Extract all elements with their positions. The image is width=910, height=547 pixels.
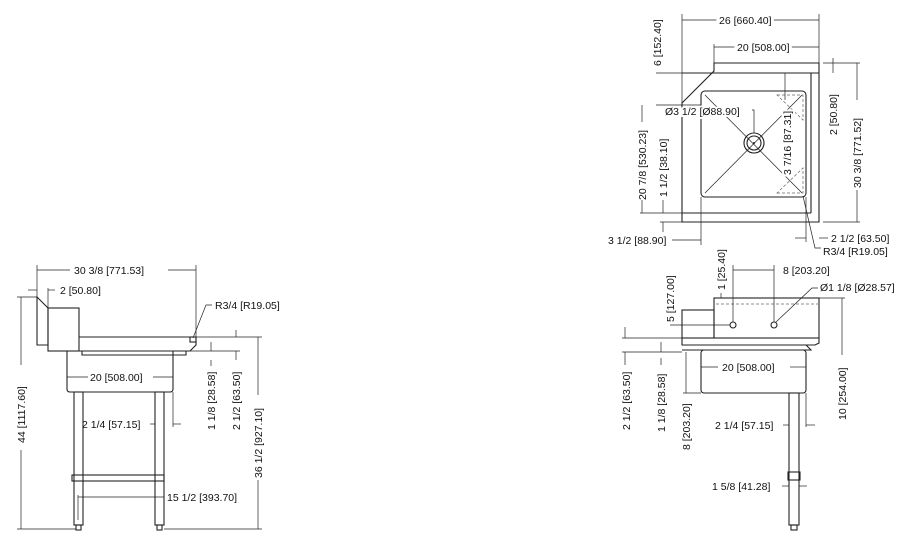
dim-faucet-height: 5 [127.00]	[665, 275, 677, 322]
dim-rim-height: 2 1/2 [63.50]	[621, 372, 633, 430]
side-bowl	[66, 351, 174, 393]
front-rim	[681, 337, 820, 346]
front-leg	[788, 392, 800, 526]
dim-overall-width: 26 [660.40]	[719, 15, 772, 27]
dim-backsplash-depth: 2 [50.80]	[60, 285, 101, 297]
dim-leg-spacing: 15 1/2 [393.70]	[167, 492, 237, 504]
dim-bowl-width: 20 [508.00]	[90, 372, 143, 384]
dim-bowl-width: 20 [508.00]	[722, 362, 775, 374]
dim-rim-drop: 1 1/8 [28.58]	[206, 372, 218, 430]
side-leg	[154, 391, 165, 526]
dim-overall-height: 44 [1117.60]	[16, 386, 28, 443]
dim-overall-depth: 30 3/8 [771.53]	[74, 265, 144, 277]
dim-leg-offset: 2 1/4 [57.15]	[715, 420, 773, 432]
dim-backsplash-offset: 6 [152.40]	[652, 19, 664, 66]
dim-faucet-spacing: 8 [203.20]	[783, 265, 830, 277]
dim-right-margin: 2 1/2 [63.50]	[831, 233, 889, 245]
dim-front-edge: 1 1/2 [38.10]	[658, 139, 670, 197]
dim-bowl-width: 20 [508.00]	[737, 42, 790, 54]
side-crossbar	[71, 474, 165, 482]
dim-leg-diameter: 1 5/8 [41.28]	[712, 481, 770, 493]
front-view: 8 [203.20] 1 [25.40] Ø1 1/8 [Ø28.57] 5 […	[621, 249, 895, 531]
dim-faucet-hole: Ø1 1/8 [Ø28.57]	[820, 282, 895, 294]
front-bowl	[700, 349, 807, 394]
dim-backsplash-height: 10 [254.00]	[837, 367, 849, 420]
dim-rim-depth: 2 [50.80]	[828, 94, 840, 135]
side-view: 30 3/8 [771.53] 2 [50.80] R3/4 [R19.05] …	[16, 265, 280, 531]
dim-rim-drop: 1 1/8 [28.58]	[656, 374, 668, 432]
faucet-hole-icon	[770, 321, 778, 329]
side-drainboard	[79, 336, 197, 352]
dim-drain-offset: 3 7/16 [87.31]	[782, 111, 794, 175]
dim-overall-depth: 30 3/8 [771.52]	[852, 118, 864, 188]
dim-bowl-depth: 8 [203.20]	[681, 403, 693, 450]
dim-drain-diameter: Ø3 1/2 [Ø88.90]	[665, 106, 740, 118]
dim-faucet-top: 1 [25.40]	[716, 249, 728, 290]
dim-bowl-front-back: 20 7/8 [530.23]	[637, 130, 649, 200]
dim-left-margin: 3 1/2 [88.90]	[608, 235, 666, 247]
top-bowl	[700, 90, 807, 198]
dim-corner-radius: R3/4 [R19.05]	[215, 300, 280, 312]
dim-corner-radius: R3/4 [R19.05]	[823, 246, 888, 258]
side-backsplash	[36, 295, 49, 346]
side-leg	[73, 391, 84, 526]
faucet-hole-icon	[729, 321, 737, 329]
top-outline	[681, 62, 820, 223]
dim-rim-height: 2 1/2 [63.50]	[231, 372, 243, 430]
top-view: 26 [660.40] 20 [508.00] 6 [152.40] Ø3 1/…	[608, 12, 889, 258]
dim-work-height: 36 1/2 [927.10]	[253, 408, 265, 478]
dim-leg-offset: 2 1/4 [57.15]	[82, 419, 140, 431]
